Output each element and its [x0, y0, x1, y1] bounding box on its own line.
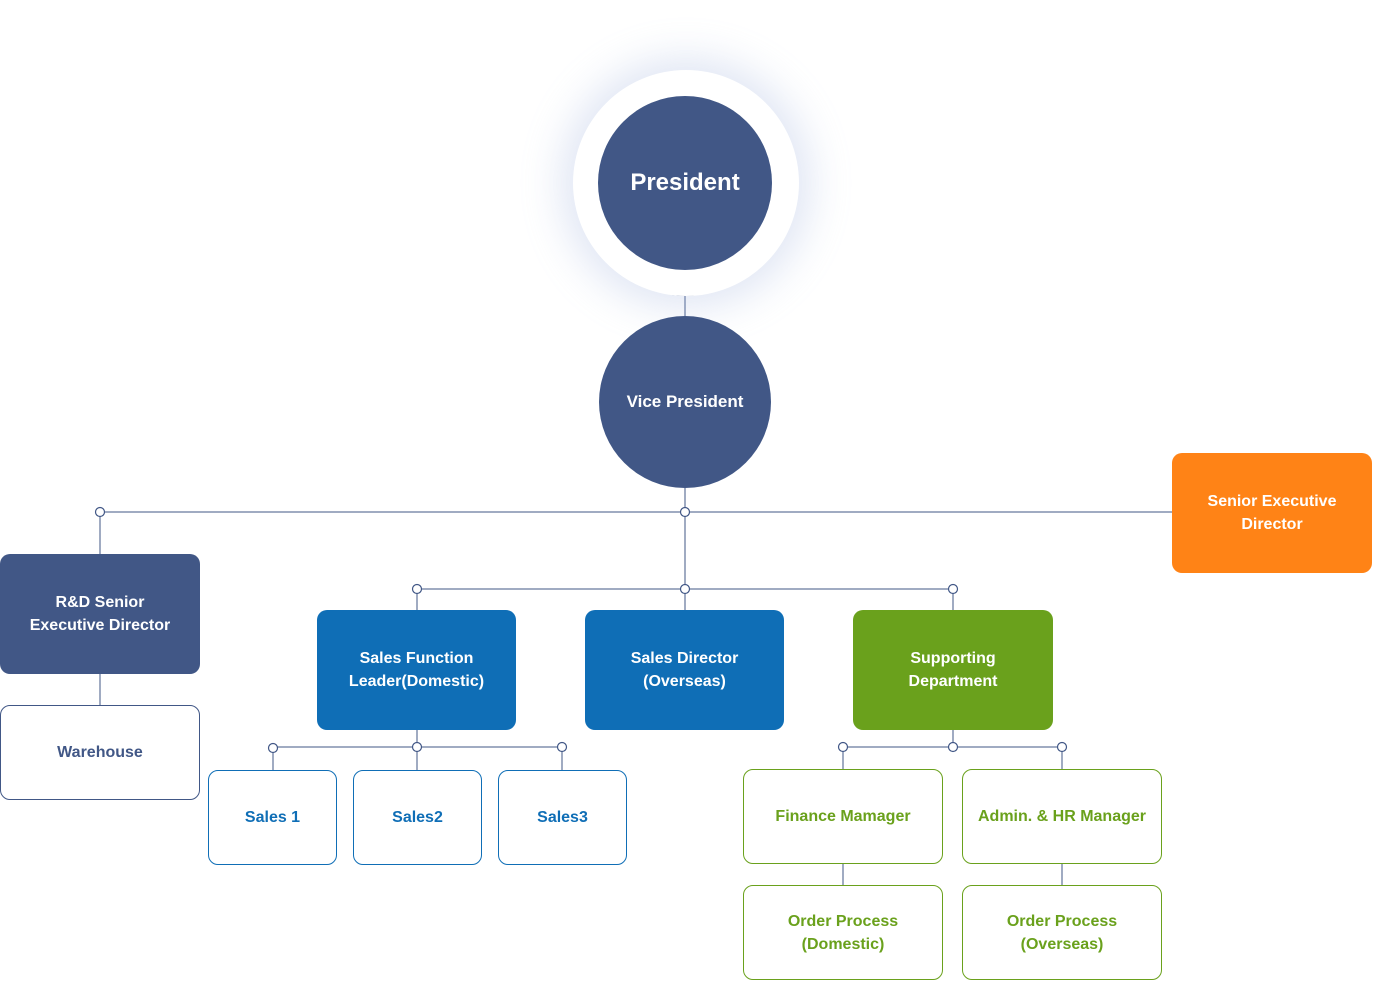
order-process-overseas-label: Order Process (Overseas) — [1006, 912, 1118, 953]
junction-dot — [837, 741, 849, 753]
order-process-overseas-node: Order Process (Overseas) — [962, 885, 1162, 980]
sales-1-node: Sales 1 — [208, 770, 337, 865]
sales-2-node: Sales2 — [353, 770, 482, 865]
junction-dot — [267, 742, 279, 754]
admin-hr-manager-node: Admin. & HR Manager — [962, 769, 1162, 864]
junction-dot — [411, 741, 423, 753]
warehouse-node: Warehouse — [0, 705, 200, 800]
junction-dot — [411, 583, 423, 595]
finance-manager-label: Finance Mamager — [775, 808, 911, 825]
order-process-domestic-label: Order Process (Domestic) — [787, 912, 899, 953]
sales-function-leader-node: Sales Function Leader(Domestic) — [317, 610, 516, 730]
sales-2-label: Sales2 — [392, 809, 443, 826]
president-node: President — [598, 96, 772, 270]
order-process-domestic-node: Order Process (Domestic) — [743, 885, 943, 980]
supporting-department-node: Supporting Department — [853, 610, 1053, 730]
sales-director-overseas-label: Sales Director (Overseas) — [630, 650, 739, 690]
president-label: President — [630, 169, 740, 196]
junction-dot — [1056, 741, 1068, 753]
junction-dot — [679, 583, 691, 595]
junction-dot — [947, 583, 959, 595]
rd-senior-executive-director-node: R&D Senior Executive Director — [0, 554, 200, 674]
admin-hr-manager-label: Admin. & HR Manager — [977, 808, 1146, 825]
junction-dot — [556, 741, 568, 753]
sales-function-leader-label: Sales Function Leader(Domestic) — [348, 650, 485, 690]
junction-dot — [947, 741, 959, 753]
sales-3-label: Sales3 — [537, 809, 588, 826]
finance-manager-node: Finance Mamager — [743, 769, 943, 864]
supporting-department-label: Supporting Department — [908, 650, 998, 690]
junction-dot — [94, 506, 106, 518]
sales-1-label: Sales 1 — [244, 809, 301, 826]
senior-executive-director-label: Senior Executive Director — [1207, 493, 1337, 533]
junction-dot — [679, 506, 691, 518]
senior-executive-director-node: Senior Executive Director — [1172, 453, 1372, 573]
vice-president-label: Vice President — [626, 392, 744, 411]
vice-president-node: Vice President — [599, 316, 771, 488]
rd-senior-executive-director-label: R&D Senior Executive Director — [29, 594, 171, 634]
warehouse-label: Warehouse — [57, 744, 143, 761]
sales-director-overseas-node: Sales Director (Overseas) — [585, 610, 784, 730]
sales-3-node: Sales3 — [498, 770, 627, 865]
